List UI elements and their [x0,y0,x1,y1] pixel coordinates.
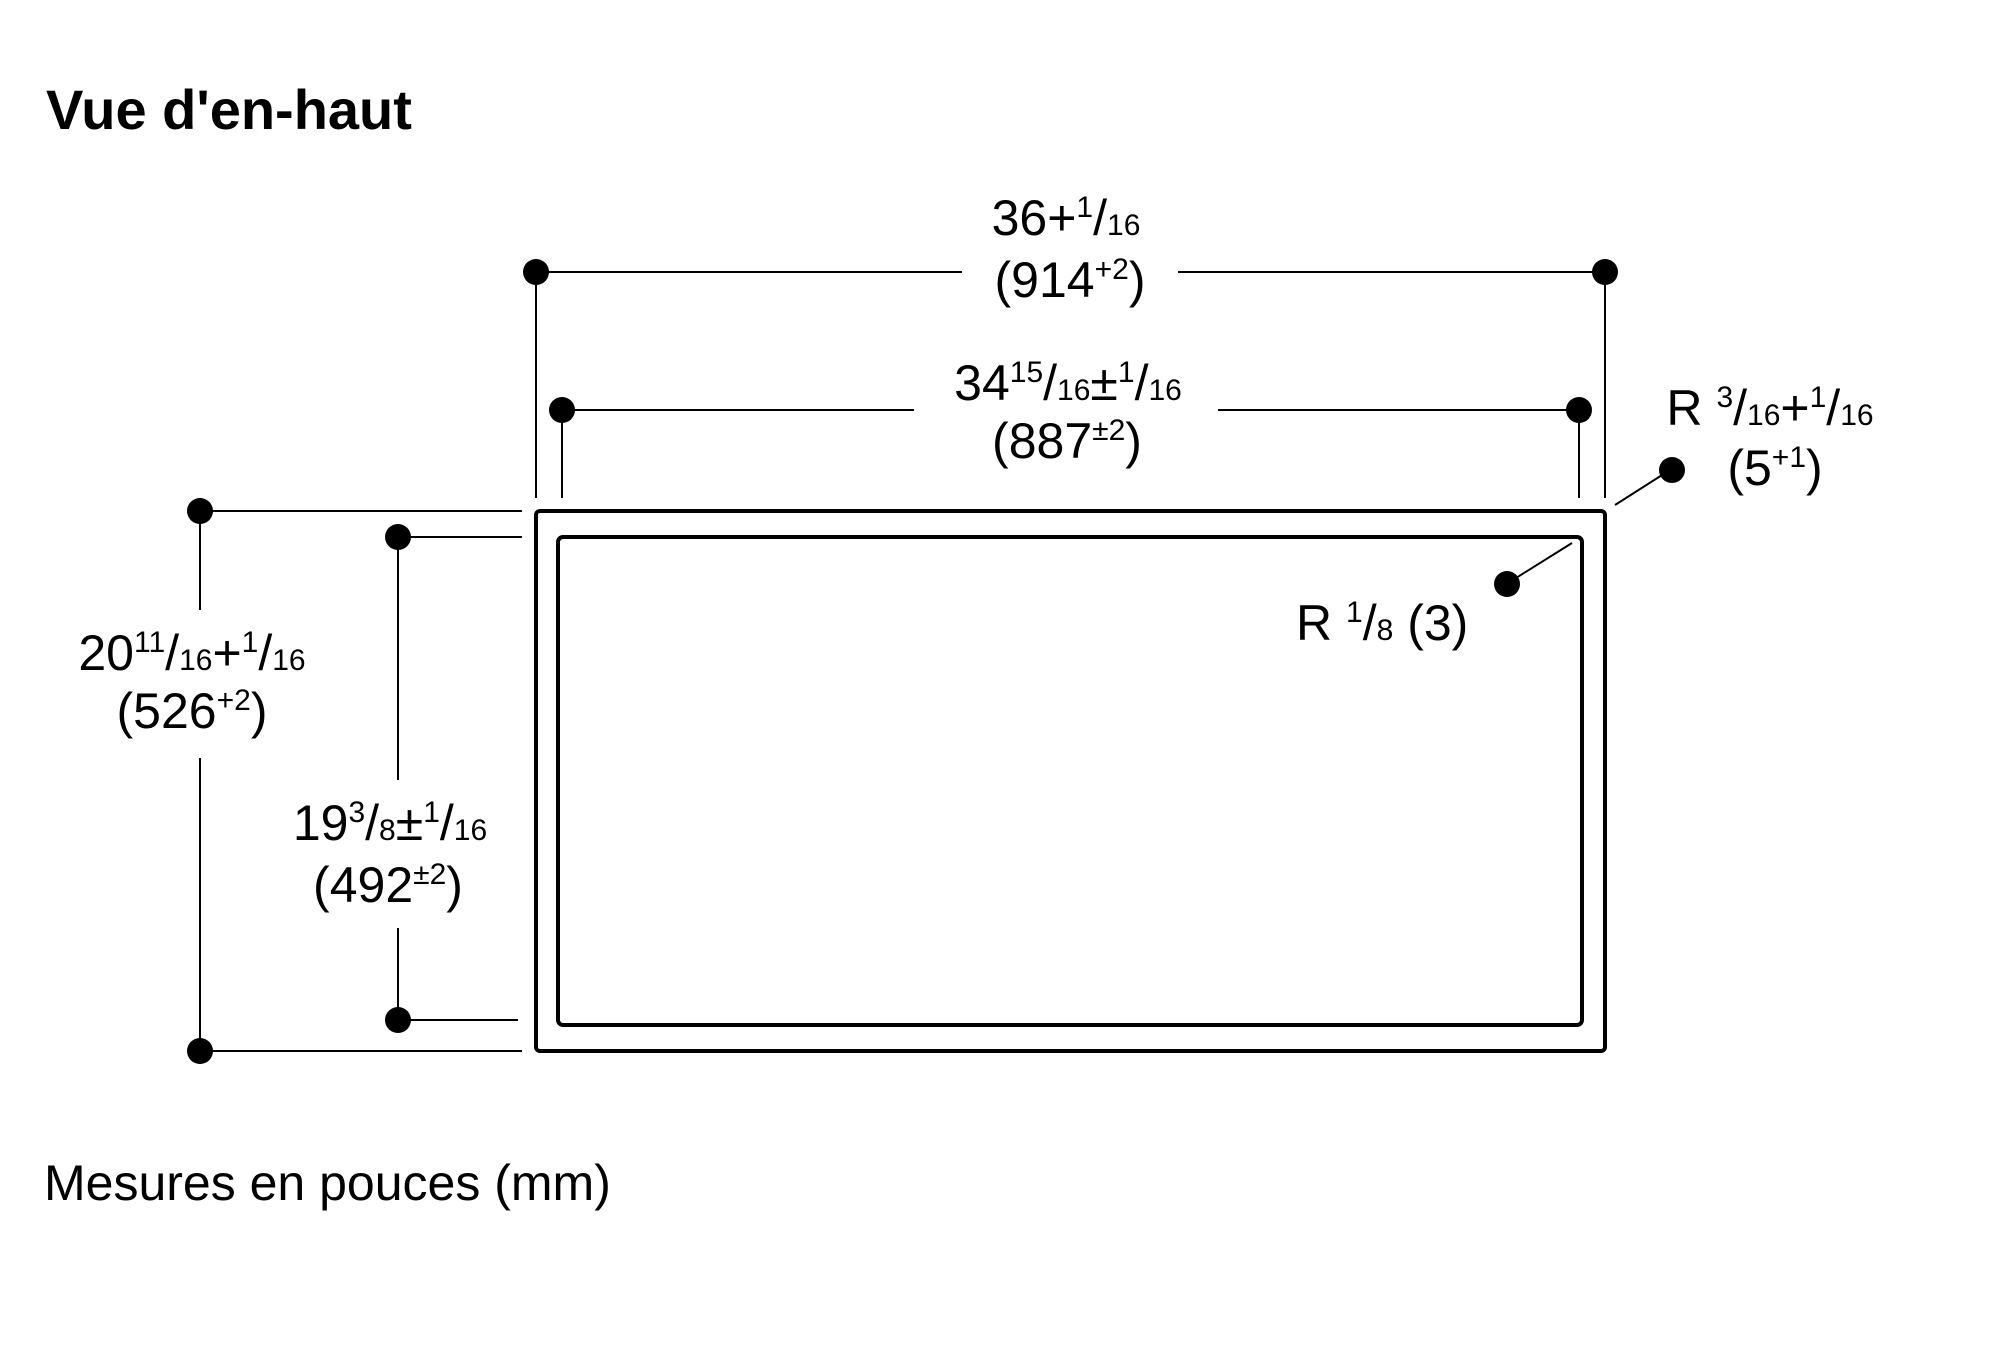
callout-endpoint [1659,457,1685,483]
callout-endpoint [1494,571,1520,597]
cutout-outline [534,509,1607,1053]
outer-width-dimension: 36+1/16 (914+2) [523,190,1618,498]
dimension-endpoint [187,498,213,524]
inner-radius-label: R 1/8 (3) [1296,595,1468,651]
outer-radius-callout: R 3/16+1/16 (5+1) [1614,380,1874,506]
outer-width-mm-label: (914+2) [995,252,1146,308]
inner-width-mm-label: (887±2) [992,413,1142,469]
units-note: Mesures en pouces (mm) [44,1155,611,1211]
dimension-endpoint [385,524,411,550]
inner-depth-inch-label: 193/8±1/16 [293,795,487,851]
dimension-endpoint [385,1007,411,1033]
dimension-endpoint [1592,259,1618,285]
inner-radius-callout: R 1/8 (3) [1296,542,1573,651]
outer-width-inch-label: 36+1/16 [992,190,1141,246]
dimension-endpoint [1566,397,1592,423]
inner-width-dimension: 3415/16±1/16 (887±2) [549,355,1592,498]
inner-depth-dimension: 193/8±1/16 (492±2) [293,524,522,1033]
outer-depth-mm-label: (526+2) [117,683,268,739]
dimension-endpoint [523,259,549,285]
inner-width-inch-label: 3415/16±1/16 [954,355,1182,411]
outer-depth-inch-label: 2011/16+1/16 [78,625,305,681]
outer-radius-inch-label: R 3/16+1/16 [1666,380,1873,436]
outer-radius-mm-label: (5+1) [1727,440,1822,496]
outer-cutout [534,509,1607,1053]
inner-depth-mm-label: (492±2) [313,857,463,913]
dimension-endpoint [187,1038,213,1064]
inner-cutout [556,535,1584,1027]
page-title: Vue d'en-haut [46,78,412,141]
outer-depth-dimension: 2011/16+1/16 (526+2) [78,498,522,1064]
dimension-endpoint [549,397,575,423]
